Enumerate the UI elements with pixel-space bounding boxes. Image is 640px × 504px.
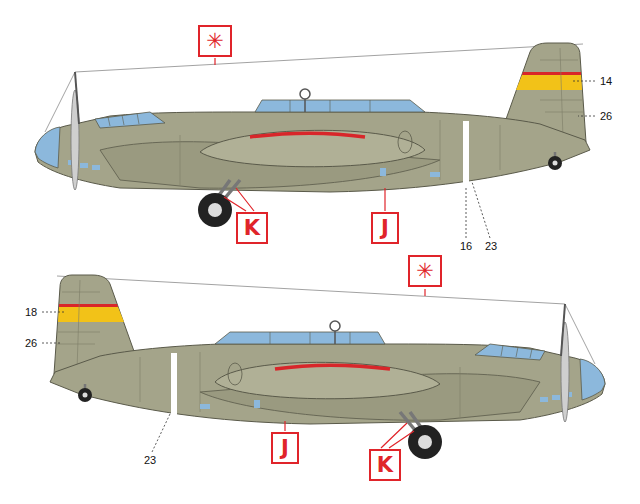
callout-leaders: [215, 58, 425, 448]
callout-letter: K: [244, 215, 260, 241]
callout-letter: J: [379, 215, 391, 241]
callout-letter: J: [279, 435, 291, 461]
callout-box: ✳: [198, 25, 232, 57]
callout-number: 16: [459, 240, 473, 253]
callout-box: J: [271, 432, 299, 464]
callout-box: K: [369, 449, 401, 481]
callout-number: 26: [24, 337, 38, 350]
callout-number: 14: [599, 75, 613, 88]
callout-letter: ✳: [416, 258, 434, 284]
aircraft-profile-right: [50, 275, 605, 459]
aircraft-profile-left: [35, 43, 590, 227]
callout-number: 23: [143, 454, 157, 467]
callout-letter: K: [377, 452, 393, 478]
callout-number: 18: [24, 306, 38, 319]
callout-number: 23: [484, 240, 498, 253]
number-leaders: [42, 81, 595, 452]
callout-number: 26: [599, 110, 613, 123]
callout-box: ✳: [408, 255, 442, 287]
callout-letter: ✳: [206, 28, 224, 54]
callout-box: K: [236, 212, 268, 244]
callout-box: J: [371, 212, 399, 244]
